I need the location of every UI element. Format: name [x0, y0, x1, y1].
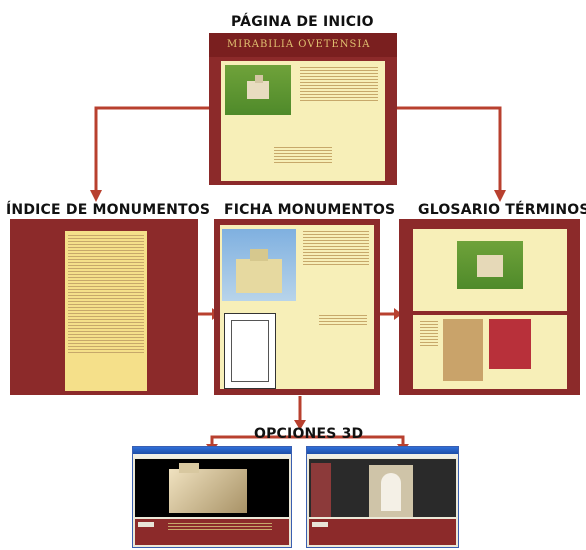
home-title: PÁGINA DE INICIO [231, 14, 374, 30]
3d-window-interior[interactable] [306, 446, 459, 548]
index-table [65, 231, 147, 391]
glossary-image-3 [489, 319, 531, 369]
home-page-thumbnail[interactable]: MIRABILIA OVETENSIA [209, 33, 397, 185]
home-text-block [297, 65, 381, 129]
home-banner: MIRABILIA OVETENSIA [209, 33, 397, 57]
3d-window-exterior[interactable] [132, 446, 292, 548]
church-icon [247, 81, 269, 99]
window-menubar[interactable] [133, 454, 291, 458]
index-thumbnail[interactable] [10, 219, 198, 395]
3d-viewport[interactable] [135, 459, 289, 517]
glossary-text [417, 319, 441, 385]
glossary-image-1 [457, 241, 523, 289]
sheet-text [300, 229, 372, 299]
home-church-image [225, 65, 291, 115]
window-menubar[interactable] [307, 454, 458, 458]
3d-viewport[interactable] [309, 459, 456, 517]
view-button[interactable] [138, 522, 154, 527]
glossary-card-1 [413, 229, 567, 311]
sheet-title: FICHA MONUMENTOS [224, 202, 396, 218]
sheet-floorplan [224, 313, 276, 389]
view-button[interactable] [312, 522, 328, 527]
home-nav-links[interactable] [271, 145, 335, 179]
window-titlebar[interactable] [133, 447, 291, 454]
3d-info-panel [309, 519, 456, 545]
3d-church-model [169, 469, 247, 513]
sheet-church-render [222, 229, 296, 301]
sheet-options[interactable] [316, 313, 370, 343]
glossary-image-2 [443, 319, 483, 381]
sheet-content [220, 225, 374, 389]
3d-info-panel [135, 519, 289, 545]
index-title: ÍNDICE DE MONUMENTOS [6, 202, 211, 218]
home-content [221, 61, 385, 181]
glossary-title: GLOSARIO TÉRMINOS [418, 202, 586, 218]
glossary-card-2 [413, 315, 567, 389]
monument-sheet-thumbnail[interactable] [214, 219, 380, 395]
options3d-title: OPCIONES 3D [254, 426, 364, 442]
window-titlebar[interactable] [307, 447, 458, 454]
banner-text: MIRABILIA OVETENSIA [227, 39, 371, 50]
glossary-thumbnail[interactable] [399, 219, 580, 395]
